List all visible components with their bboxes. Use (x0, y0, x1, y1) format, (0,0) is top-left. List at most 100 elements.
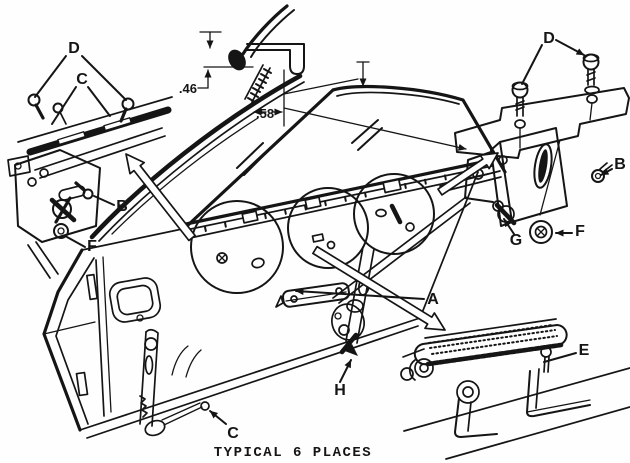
end-roll (414, 358, 434, 378)
belt-channel-bottom (189, 173, 489, 239)
bolt-icon (200, 401, 210, 411)
rivet-icon (405, 222, 415, 232)
leader-b-right (600, 168, 613, 176)
callout-d-upper-left: D (68, 40, 80, 57)
weatherstrip-bulb (228, 49, 246, 71)
plate-hole (586, 94, 598, 104)
callout-e: E (579, 342, 590, 359)
bolt-axis (589, 102, 593, 121)
screw-cross (218, 254, 226, 262)
fuzzy-bottom-edge (425, 342, 564, 367)
glass-top-edge (331, 84, 507, 174)
leader-line (283, 78, 359, 95)
channel-clip (241, 210, 259, 224)
channel-clip (304, 196, 322, 210)
door-bottom-edge (79, 317, 421, 431)
stipple-texture (428, 324, 558, 355)
leader-h (339, 359, 352, 383)
guide-rail (332, 196, 467, 299)
regulator-channel (139, 331, 147, 425)
callout-g-right: G (510, 232, 522, 249)
arrow-to-upper-right-detail-icon (437, 152, 499, 196)
door-crease (171, 345, 189, 376)
regulator-detail (346, 299, 364, 313)
link-arm (161, 402, 201, 421)
plate-hole (290, 295, 298, 303)
callout-a: A (427, 291, 439, 308)
callout-b-right: B (614, 156, 626, 173)
regulator-channel (145, 328, 159, 427)
belt-channel-top (184, 158, 494, 226)
upper-left-bracket-detail (7, 93, 173, 279)
pivot-hole (338, 324, 350, 336)
bracket-body (499, 127, 568, 223)
strip-slot (103, 117, 132, 132)
plate-tab (275, 295, 284, 308)
bracket-foot (526, 399, 591, 413)
bolt-shank (74, 181, 86, 192)
door-crease (43, 321, 96, 335)
leader-c-left2 (87, 86, 111, 117)
sill-line (403, 367, 630, 432)
nut-icon (53, 223, 69, 239)
bolt-shank (586, 68, 596, 86)
strap-line (35, 241, 59, 275)
glass-run-cross-section (197, 4, 467, 151)
strip-slot (57, 131, 86, 146)
a-pillar-edge (89, 73, 303, 240)
regulator-foot (144, 419, 166, 437)
leader-c-bottom (209, 410, 227, 425)
end-roll-inner (419, 363, 429, 373)
leader-c-left1 (51, 86, 77, 125)
nut-icon (251, 257, 265, 269)
bolt-icon (540, 346, 552, 358)
channel-hole (144, 337, 158, 351)
view-arrows (125, 152, 499, 331)
stud-icon (389, 203, 403, 225)
leader-lines (34, 39, 613, 425)
callout-h: H (334, 382, 346, 399)
callout-f-right: F (575, 223, 585, 240)
roof-rail-curve (250, 9, 295, 58)
roller-icon (456, 380, 480, 404)
channel-edge (34, 127, 163, 171)
plate-hole (514, 119, 526, 129)
retainer-rail-line (17, 96, 173, 143)
bracket-body (14, 149, 101, 243)
grommet-inner (534, 225, 548, 239)
nut-hole (57, 227, 65, 235)
glass-reflections (236, 119, 383, 176)
leader-f-left (66, 236, 86, 248)
channel-hook-profile (246, 43, 305, 75)
arrow-to-lower-right-detail-icon (312, 245, 446, 331)
bolt-icon (591, 169, 605, 183)
screw-icon (216, 252, 228, 264)
l-bracket (454, 397, 498, 438)
mounting-plate (454, 87, 630, 159)
bracket-leg (535, 368, 540, 409)
bolt-center (594, 172, 602, 180)
door-assembly (42, 73, 507, 439)
pivot-knuckle (52, 199, 72, 219)
dim-value-58: .58 (256, 106, 274, 121)
door-crease (185, 349, 202, 378)
vent-frame-line (111, 117, 259, 235)
rivet-icon (326, 240, 336, 250)
bolt-icon (121, 97, 135, 111)
weld-wedge (342, 344, 358, 356)
pivot-pin (54, 196, 72, 224)
arrow-to-upper-left-detail-icon (125, 153, 196, 242)
leader-g (503, 218, 515, 235)
leader-d-left2 (81, 55, 127, 101)
bracket-slot (533, 143, 553, 189)
sector-teeth (139, 395, 148, 418)
phillips-cross-icon (537, 228, 545, 236)
dim-value-46: .46 (179, 81, 197, 96)
armrest-cutout-inner (116, 284, 154, 316)
sill-line (445, 406, 630, 460)
channel-clip (382, 178, 402, 194)
dimension-labels: .46 .58 (179, 81, 274, 121)
bracket-hole (39, 168, 49, 178)
washer-icon (400, 367, 414, 381)
